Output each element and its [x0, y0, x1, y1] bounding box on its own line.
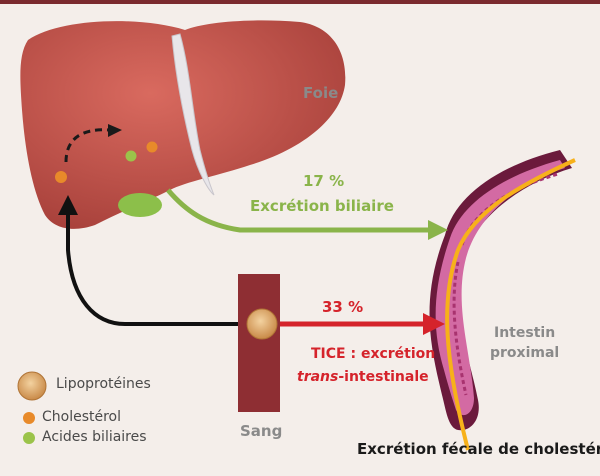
liver: [20, 20, 346, 229]
biliary-arrow-head: [428, 220, 448, 240]
top-border: [0, 0, 600, 4]
gallbladder: [118, 193, 162, 217]
cholesterol-dot: [55, 171, 67, 183]
blood-band: [238, 274, 280, 412]
bile-acid-dot: [125, 150, 137, 162]
label-biliary: Excrétion biliaire: [250, 197, 394, 215]
legend-bile-acids: Acides biliaires: [42, 429, 147, 445]
label-tice-italic: trans: [297, 369, 339, 385]
fecal-excretion-line: [445, 158, 576, 451]
label-tice-line1: TICE : excrétion: [311, 346, 436, 362]
lipoprotein-particle: [246, 308, 278, 340]
return-arrow: [66, 212, 238, 326]
label-liver: Foie: [303, 84, 339, 102]
label-blood: Sang: [240, 422, 283, 440]
legend-lipoprotein-icon: [17, 371, 47, 401]
label-tice-rest: -intestinale: [338, 369, 429, 385]
legend-bile-acid-icon: [23, 432, 35, 444]
legend-lipoproteins: Lipoprotéines: [56, 376, 151, 392]
dashed-arrow-head: [108, 124, 122, 137]
legend-cholesterol-icon: [23, 412, 35, 424]
tice-arrow-head: [423, 313, 445, 335]
dashed-arrow: [64, 128, 111, 163]
label-biliary-percent: 17 %: [303, 172, 345, 190]
label-tice-line2: trans-intestinale: [297, 369, 429, 385]
label-tice-percent: 33 %: [322, 298, 364, 316]
intestine: [429, 150, 572, 431]
legend-cholesterol: Cholestérol: [42, 409, 122, 425]
cholesterol-dot: [146, 141, 158, 153]
label-intestine-line1: Intestin: [494, 325, 556, 341]
biliary-arrow: [166, 188, 430, 233]
label-intestine-line2: proximal: [490, 345, 560, 361]
return-arrow-head: [58, 195, 78, 215]
label-fecal: Excrétion fécale de cholestérol: [357, 440, 600, 458]
